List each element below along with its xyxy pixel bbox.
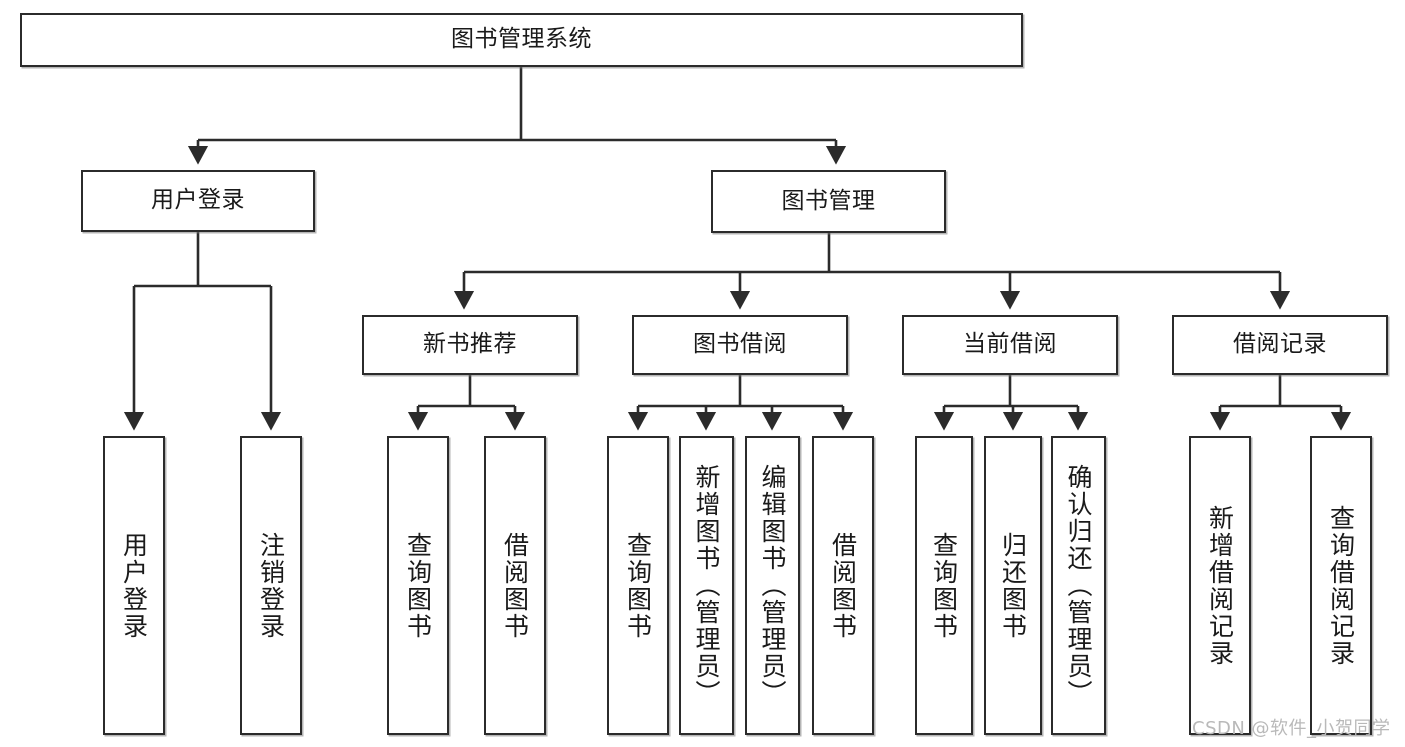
node-leaf-user-logout[interactable]: 注销登录: [240, 436, 302, 735]
node-user-login[interactable]: 用户登录: [81, 170, 315, 232]
node-leaf-query-book-rec-label: 查询图书: [403, 531, 433, 640]
node-leaf-return-book-label: 归还图书: [998, 531, 1028, 640]
node-leaf-query-book-cur-label: 查询图书: [929, 531, 959, 640]
node-leaf-query-book-cur[interactable]: 查询图书: [915, 436, 973, 735]
node-leaf-edit-book[interactable]: 编辑图书（管理员）: [745, 436, 800, 735]
node-book-borrow-label: 图书借阅: [693, 331, 787, 358]
node-root[interactable]: 图书管理系统: [20, 13, 1023, 67]
node-leaf-user-login-label: 用户登录: [119, 531, 149, 640]
node-leaf-query-record-label: 查询借阅记录: [1326, 504, 1356, 667]
node-book-borrow[interactable]: 图书借阅: [632, 315, 848, 375]
node-leaf-add-book-label: 新增图书（管理员）: [692, 464, 721, 707]
node-new-book-rec-label: 新书推荐: [423, 331, 517, 358]
node-new-book-rec[interactable]: 新书推荐: [362, 315, 578, 375]
node-leaf-borrow-book-rec[interactable]: 借阅图书: [484, 436, 546, 735]
node-current-borrow-label: 当前借阅: [963, 331, 1057, 358]
node-leaf-add-record-label: 新增借阅记录: [1205, 504, 1235, 667]
node-leaf-borrow-book[interactable]: 借阅图书: [812, 436, 874, 735]
node-root-label: 图书管理系统: [451, 26, 592, 53]
node-leaf-borrow-book-rec-label: 借阅图书: [500, 531, 530, 640]
node-leaf-return-book[interactable]: 归还图书: [984, 436, 1042, 735]
node-borrow-record-label: 借阅记录: [1233, 331, 1327, 358]
node-leaf-borrow-book-label: 借阅图书: [828, 531, 858, 640]
csdn-watermark: CSDN @软件_小贺同学: [1192, 718, 1391, 739]
node-borrow-record[interactable]: 借阅记录: [1172, 315, 1388, 375]
node-leaf-query-book-borrow-label: 查询图书: [623, 531, 653, 640]
node-user-login-label: 用户登录: [151, 187, 245, 214]
node-leaf-confirm-return[interactable]: 确认归还（管理员）: [1051, 436, 1106, 735]
node-leaf-user-login[interactable]: 用户登录: [103, 436, 165, 735]
node-leaf-query-book-borrow[interactable]: 查询图书: [607, 436, 669, 735]
node-leaf-confirm-return-label: 确认归还（管理员）: [1064, 464, 1093, 707]
node-leaf-add-record[interactable]: 新增借阅记录: [1189, 436, 1251, 735]
node-leaf-query-record[interactable]: 查询借阅记录: [1310, 436, 1372, 735]
node-leaf-user-logout-label: 注销登录: [256, 531, 286, 640]
node-book-manage[interactable]: 图书管理: [711, 170, 946, 233]
node-current-borrow[interactable]: 当前借阅: [902, 315, 1118, 375]
node-book-manage-label: 图书管理: [781, 187, 876, 214]
node-leaf-query-book-rec[interactable]: 查询图书: [387, 436, 449, 735]
node-leaf-edit-book-label: 编辑图书（管理员）: [758, 464, 787, 707]
node-leaf-add-book[interactable]: 新增图书（管理员）: [679, 436, 734, 735]
